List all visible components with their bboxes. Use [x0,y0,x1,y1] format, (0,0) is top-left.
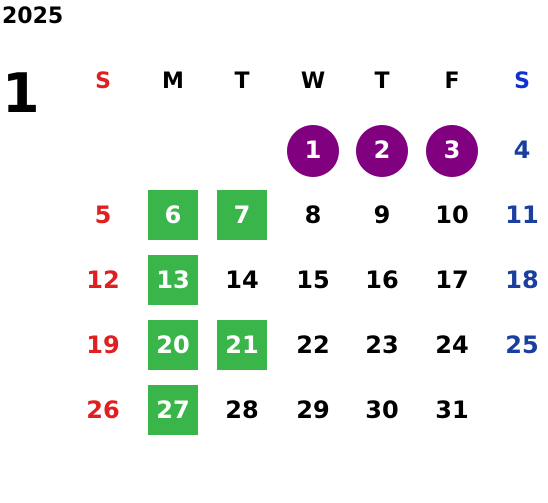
day-number: 29 [296,396,330,424]
day-number: 12 [86,266,120,294]
month-number: 1 [2,62,40,125]
weekday-header-sunday: S [95,68,111,94]
day-cell-16[interactable]: 16 [352,255,412,305]
day-number: 31 [435,396,469,424]
day-cell-13[interactable]: 13 [148,255,198,305]
weekday-header-tuesday: T [234,68,250,94]
day-number: 3 [443,136,461,164]
day-cell-27[interactable]: 27 [148,385,198,435]
day-cell-18[interactable]: 18 [492,255,548,305]
weekday-header-saturday: S [514,68,530,94]
day-cell-11[interactable]: 11 [492,190,548,240]
day-cell-26[interactable]: 26 [73,385,133,435]
day-number: 17 [435,266,469,294]
day-number: 25 [505,331,539,359]
weekday-header-wednesday: W [300,68,326,94]
day-cell-31[interactable]: 31 [422,385,482,435]
day-cell-21[interactable]: 21 [217,320,267,370]
day-cell-15[interactable]: 15 [283,255,343,305]
day-cell-9[interactable]: 9 [352,190,412,240]
day-number: 18 [505,266,539,294]
day-number: 4 [513,136,531,164]
day-number: 6 [164,201,182,229]
day-number: 15 [296,266,330,294]
day-cell-2[interactable]: 2 [352,125,412,177]
year-label: 2025 [2,4,64,29]
day-cell-30[interactable]: 30 [352,385,412,435]
day-number: 10 [435,201,469,229]
day-number: 27 [156,396,190,424]
day-number: 30 [365,396,399,424]
day-cell-28[interactable]: 28 [212,385,272,435]
day-cell-24[interactable]: 24 [422,320,482,370]
day-cell-4[interactable]: 4 [492,125,548,175]
day-cell-7[interactable]: 7 [217,190,267,240]
day-number: 13 [156,266,190,294]
day-cell-25[interactable]: 25 [492,320,548,370]
day-cell-17[interactable]: 17 [422,255,482,305]
day-number: 23 [365,331,399,359]
day-cell-22[interactable]: 22 [283,320,343,370]
weekday-header-thursday: T [374,68,390,94]
day-number: 26 [86,396,120,424]
day-cell-6[interactable]: 6 [148,190,198,240]
day-number: 22 [296,331,330,359]
day-number: 7 [233,201,251,229]
day-number: 24 [435,331,469,359]
day-number: 11 [505,201,539,229]
day-cell-8[interactable]: 8 [283,190,343,240]
weekday-header-friday: F [444,68,460,94]
day-cell-5[interactable]: 5 [73,190,133,240]
day-cell-12[interactable]: 12 [73,255,133,305]
weekday-header-monday: M [162,68,184,94]
day-number: 21 [225,331,259,359]
day-number: 2 [373,136,391,164]
day-cell-20[interactable]: 20 [148,320,198,370]
day-cell-1[interactable]: 1 [283,125,343,177]
day-cell-23[interactable]: 23 [352,320,412,370]
day-cell-3[interactable]: 3 [422,125,482,177]
day-number: 20 [156,331,190,359]
day-number: 9 [373,201,391,229]
day-number: 8 [304,201,322,229]
day-number: 5 [94,201,112,229]
day-cell-10[interactable]: 10 [422,190,482,240]
day-number: 1 [304,136,322,164]
day-cell-19[interactable]: 19 [73,320,133,370]
day-cell-29[interactable]: 29 [283,385,343,435]
day-number: 16 [365,266,399,294]
day-number: 19 [86,331,120,359]
day-number: 14 [225,266,259,294]
day-number: 28 [225,396,259,424]
day-cell-14[interactable]: 14 [212,255,272,305]
